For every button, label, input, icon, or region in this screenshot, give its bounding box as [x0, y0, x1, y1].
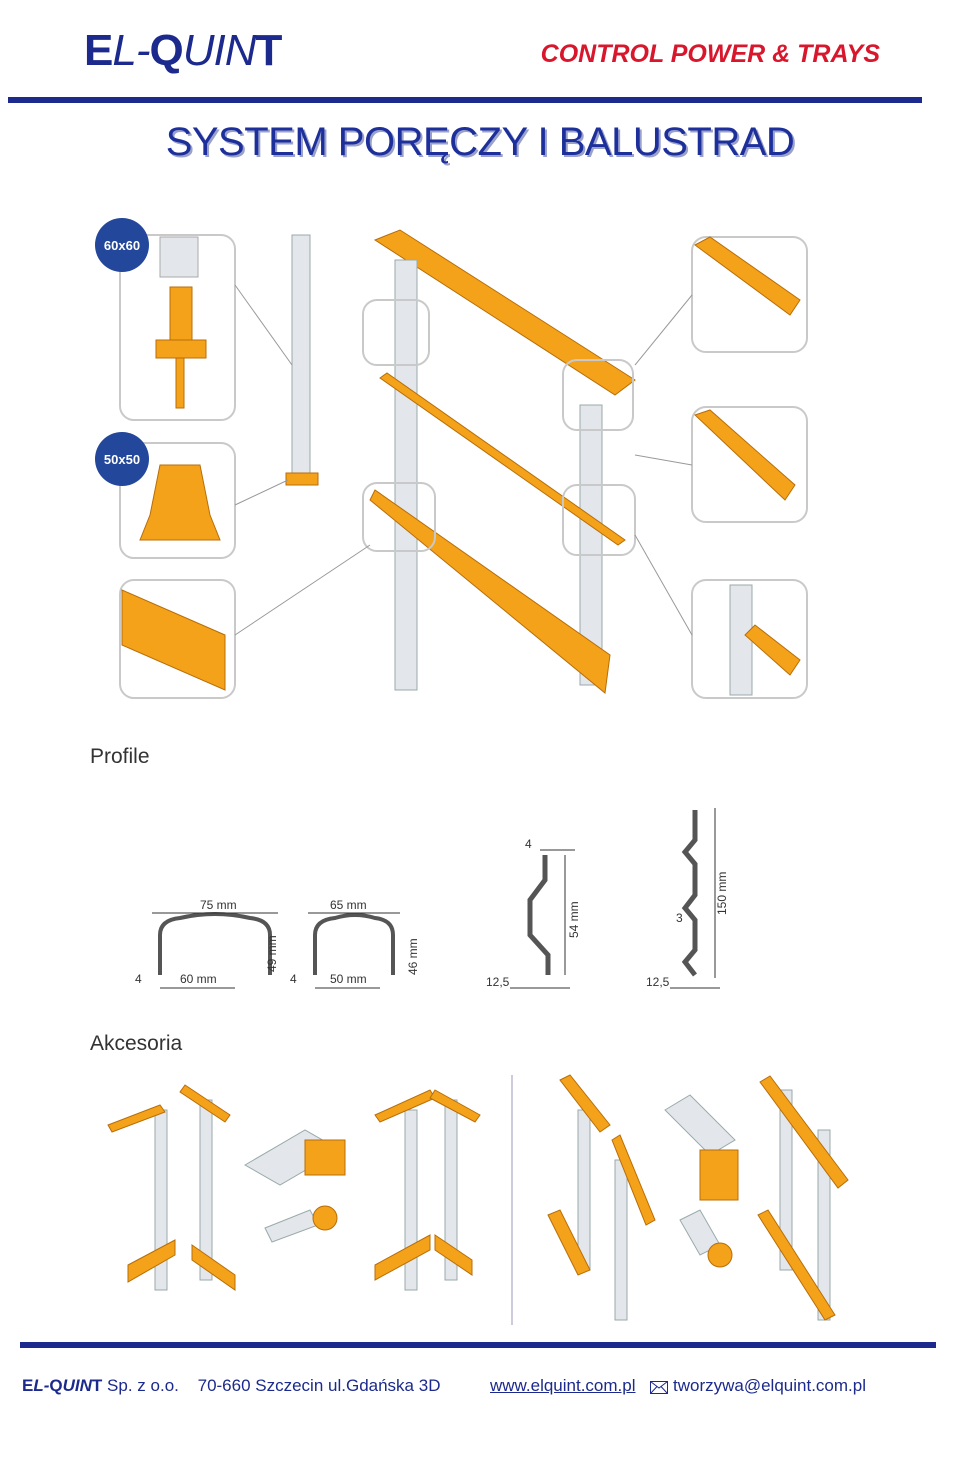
- acc-1-kick-left: [127, 1239, 176, 1283]
- profile-1-side-label: 49 mm: [265, 935, 279, 972]
- envelope-icon: [650, 1381, 668, 1394]
- profile-3-side-label: 54 mm: [567, 901, 581, 938]
- profile-1-bottom-label: 60 mm: [180, 972, 217, 986]
- acc-5-cap: [699, 1149, 739, 1201]
- logo-letter-e: E: [84, 26, 113, 75]
- profile-3-bottom-label: 12,5: [486, 975, 510, 989]
- railing-assembly-diagram: [119, 229, 808, 699]
- logo-letter-q: Q: [149, 26, 184, 75]
- footer-company: EL-QUINT Sp. z o.o. 70-660 Szczecin ul.G…: [22, 1376, 440, 1396]
- detail-rail-clip: [694, 409, 796, 501]
- profile-4-bottom-label: 12,5: [646, 975, 670, 989]
- post-left: [394, 259, 418, 691]
- logo-letter-l: L: [112, 26, 137, 75]
- footer-divider: [20, 1342, 936, 1348]
- footer-website-link[interactable]: www.elquint.com.pl: [490, 1376, 636, 1395]
- detail-base-plate: [155, 339, 207, 359]
- profile-1-top-label: 75 mm: [200, 898, 237, 912]
- acc-4-kick: [547, 1209, 591, 1276]
- acc-6-post-left: [779, 1089, 793, 1271]
- acc-4-post-left: [577, 1109, 591, 1271]
- acc-6-rail: [759, 1075, 849, 1189]
- footer-logo-t: T: [91, 1376, 103, 1395]
- section-heading-profiles: Profile: [90, 745, 150, 768]
- footer-address: 70-660 Szczecin ul.Gdańska 3D: [197, 1376, 441, 1395]
- acc-1-kick-right: [191, 1244, 236, 1291]
- logo-letters-uin: UIN: [182, 26, 257, 75]
- profile-drawings: 75 mm 60 mm 4 49 mm 65 mm 50 mm 4 46 mm …: [135, 808, 729, 989]
- acc-3-kick-left: [374, 1234, 431, 1281]
- standalone-post: [291, 234, 311, 476]
- profile-4-mid-label: 3: [676, 911, 683, 925]
- detail-post-top: [159, 236, 199, 278]
- post-right: [579, 404, 603, 686]
- profile-1-shape: [158, 912, 272, 975]
- detail-tube: [744, 624, 801, 676]
- detail-anchor-rod: [175, 357, 185, 409]
- profile-2-top-label: 65 mm: [330, 898, 367, 912]
- profile-2-wall-label: 4: [290, 972, 297, 986]
- profile-2-side-label: 46 mm: [406, 938, 420, 975]
- leader-line: [634, 294, 693, 366]
- leader-line: [234, 544, 371, 636]
- profile-3-shape: [527, 855, 551, 975]
- kickplate: [369, 489, 611, 694]
- acc-1-rail-left: [107, 1104, 166, 1133]
- acc-5-connector-grey: [664, 1094, 736, 1156]
- footer-company-type: Sp. z o.o.: [107, 1376, 179, 1395]
- accessories-illustrations: [107, 1074, 849, 1325]
- acc-6-kick: [757, 1209, 836, 1321]
- detail-frame-handrail: [691, 236, 808, 353]
- standalone-post-foot: [285, 472, 319, 486]
- header-divider: [8, 97, 922, 103]
- detail-kickplate: [121, 589, 226, 691]
- acc-4-rail-lower: [611, 1134, 656, 1226]
- footer-logo-dash: -: [43, 1376, 50, 1395]
- acc-3-kick-right: [434, 1234, 473, 1276]
- footer-logo: EL-QUINT: [22, 1376, 102, 1395]
- detail-post-anchor: [169, 286, 193, 348]
- footer-logo-l: L: [33, 1376, 44, 1395]
- detail-handrail: [694, 236, 801, 316]
- callout-kickplate: [362, 482, 436, 552]
- acc-5-elbow: [707, 1242, 733, 1268]
- detail-tube-post: [729, 584, 753, 696]
- page-title: SYSTEM PORĘCZY I BALUSTRAD: [165, 120, 795, 164]
- acc-2-tube: [264, 1209, 319, 1243]
- callout-rail-left: [362, 299, 430, 366]
- acc-4-rail-upper: [559, 1074, 611, 1133]
- tagline: CONTROL POWER & TRAYS: [540, 40, 880, 68]
- callout-middle-rail: [562, 484, 636, 556]
- profile-4-side-label: 150 mm: [715, 872, 729, 915]
- handrail: [373, 229, 636, 396]
- logo-dash: -: [135, 26, 151, 75]
- leader-line: [634, 534, 693, 636]
- callout-rail-right: [562, 359, 634, 431]
- footer-email-link[interactable]: tworzywa@elquint.com.pl: [673, 1376, 866, 1395]
- logo-letter-t: T: [255, 26, 283, 75]
- footer-logo-e: E: [22, 1376, 34, 1395]
- acc-2-elbow: [312, 1205, 338, 1231]
- badge-50x50: 50x50: [95, 432, 149, 486]
- profile-2-bottom-label: 50 mm: [330, 972, 367, 986]
- profile-3-top-label: 4: [525, 837, 532, 851]
- footer-logo-q: Q: [49, 1376, 63, 1395]
- section-heading-accessories: Akcesoria: [90, 1032, 183, 1055]
- profile-2-shape: [313, 913, 395, 975]
- leader-line: [234, 479, 289, 506]
- leader-line: [634, 454, 693, 466]
- footer-logo-uin: UIN: [62, 1376, 92, 1395]
- detail-base-bracket: [139, 464, 221, 541]
- company-logo: EL-QUINT: [84, 26, 283, 76]
- acc-1-rail-right: [179, 1084, 231, 1123]
- badge-60x60: 60x60: [95, 218, 149, 272]
- acc-3-rail-right: [429, 1089, 481, 1123]
- profile-4-shape: [681, 810, 698, 977]
- acc-2-cap: [304, 1139, 346, 1176]
- acc-6-post-right: [817, 1129, 831, 1321]
- acc-4-post-right: [614, 1159, 628, 1321]
- profile-1-wall-label: 4: [135, 972, 142, 986]
- leader-line: [234, 284, 293, 366]
